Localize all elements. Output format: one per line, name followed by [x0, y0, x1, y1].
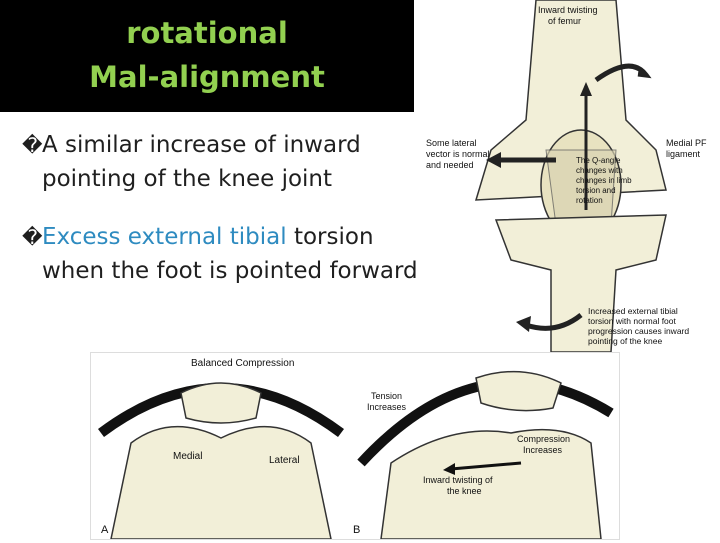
bullet-icon: �: [22, 133, 43, 157]
knee-anatomy-svg: Inward twisting of femur Some lateral ve…: [426, 0, 707, 353]
label-center-3: changes in limb: [576, 176, 632, 185]
knee-anatomy-figure: Inward twisting of femur Some lateral ve…: [416, 0, 720, 353]
title-line-2: Mal-alignment: [89, 60, 325, 94]
label-compression-2: Increases: [523, 445, 563, 455]
label-bottom-2: torsion with normal foot: [588, 316, 677, 326]
arrowhead: [516, 316, 531, 332]
compression-svg: Balanced Compression Medial Lateral A Te…: [98, 358, 614, 540]
label-center-1: The Q-angle: [576, 156, 621, 165]
label-bottom-1: Increased external tibial: [588, 306, 678, 316]
label-center-4: torsion and: [576, 186, 616, 195]
label-right-1: Medial PF: [666, 138, 707, 148]
label-tension-2: Increases: [367, 402, 407, 412]
arrowhead: [580, 82, 592, 96]
label-b: B: [353, 524, 360, 536]
label-right-2: ligament: [666, 149, 701, 159]
femur-shape: [474, 0, 667, 201]
label-bottom-3: progression causes inward: [588, 326, 689, 336]
title-line-1: rotational: [126, 16, 288, 50]
inward-femur-arrow: [594, 63, 652, 83]
arrowhead: [443, 463, 455, 475]
label-left-3: and needed: [426, 160, 474, 170]
label-center-2: changes with: [576, 166, 623, 175]
label-inward-2: the knee: [447, 486, 482, 496]
label-lateral: Lateral: [269, 455, 300, 466]
label-inward-1: Inward twisting of: [423, 475, 493, 485]
label-left-1: Some lateral: [426, 138, 477, 148]
bullet-icon: �: [22, 225, 43, 249]
label-top-1: Inward twisting: [538, 5, 598, 15]
label-bottom-4: pointing of the knee: [588, 336, 662, 346]
label-top-2: of femur: [548, 16, 581, 26]
tibial-torsion-arrow: [525, 313, 583, 331]
bullet-text-1: A similar increase of inward pointing of…: [42, 132, 361, 192]
label-left-2: vector is normal: [426, 149, 490, 159]
label-tension-1: Tension: [371, 391, 402, 401]
label-compression-1: Compression: [517, 434, 570, 444]
panel-b-patella: [475, 370, 562, 412]
panel-b-femur: [380, 428, 602, 540]
title-banner: rotational Mal-alignment: [0, 0, 414, 112]
bullet-list: � A similar increase of inward pointing …: [22, 128, 422, 312]
panel-a-femur: [110, 425, 332, 540]
label-balanced: Balanced Compression: [191, 358, 294, 369]
label-medial: Medial: [173, 451, 202, 462]
label-center-5: rotation: [576, 196, 603, 205]
compression-figure: Balanced Compression Medial Lateral A Te…: [90, 352, 620, 540]
inward-knee-arrow: [450, 461, 522, 471]
bullet-item-2: � Excess external tibial torsion when th…: [22, 220, 422, 288]
bullet-item-1: � A similar increase of inward pointing …: [22, 128, 422, 196]
bullet-text-2-highlight: Excess external tibial: [42, 224, 287, 250]
arrowhead: [486, 152, 501, 168]
panel-a-patella: [180, 382, 262, 424]
bullet-text-2-rest: torsion when the foot is pointed forward: [42, 224, 418, 284]
label-a: A: [101, 524, 109, 536]
